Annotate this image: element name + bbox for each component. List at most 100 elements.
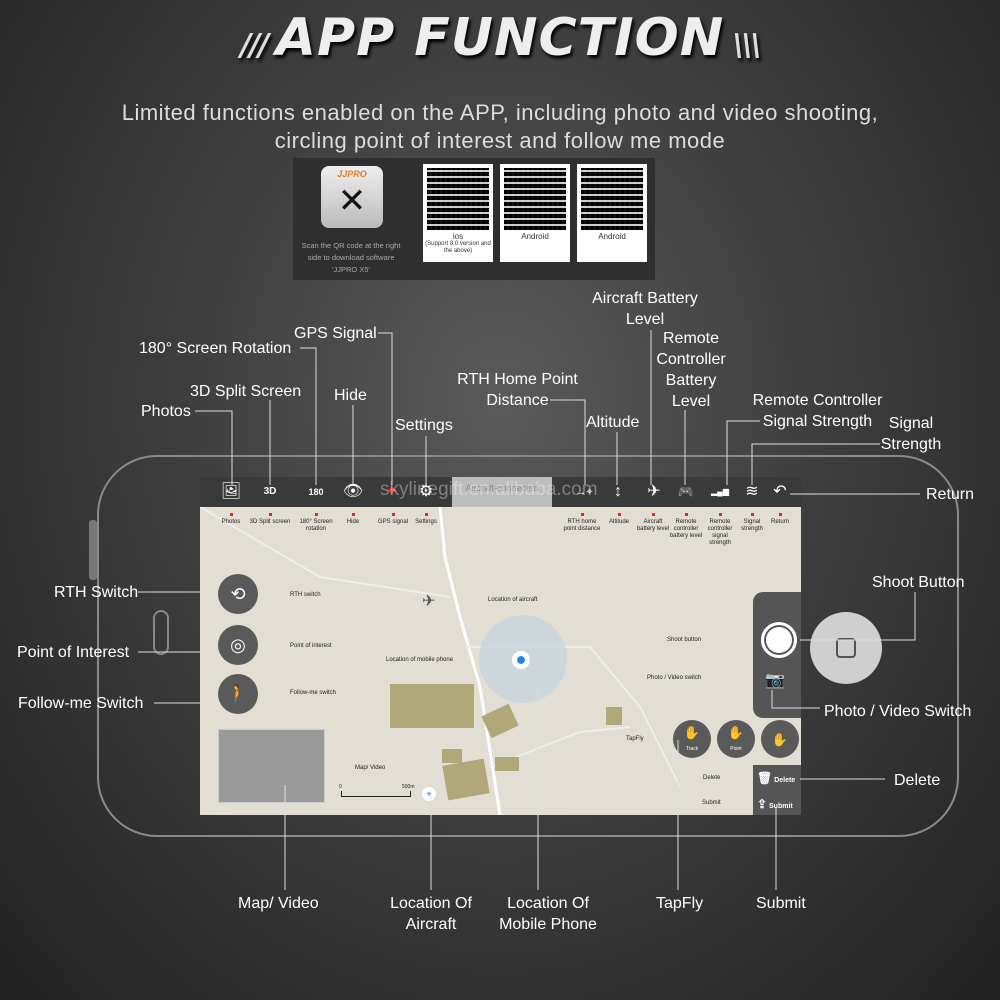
submit-button[interactable]: ⇪ Submit: [753, 791, 801, 815]
altitude-label: Altitude: [597, 513, 641, 526]
map-field: [442, 758, 490, 801]
rotation-icon[interactable]: 180: [308, 487, 324, 497]
callout-return: Return: [926, 486, 975, 503]
return-icon[interactable]: ↶: [773, 483, 787, 500]
shoot-button[interactable]: [761, 622, 797, 658]
scale-start: 0: [339, 784, 342, 790]
submit-map-label: Submit: [702, 800, 721, 806]
aircraft-battery-icon: ✈: [647, 483, 661, 500]
callout-loc-phone: Location Of Mobile Phone: [499, 895, 597, 933]
rth-distance-label: RTH home point distance: [562, 513, 602, 533]
rth-switch-button[interactable]: ⟲: [218, 574, 258, 614]
phone-map-label: Location of mobile phone: [386, 657, 454, 663]
poi-button[interactable]: ◎: [218, 625, 258, 665]
upload-icon: ⇪: [757, 797, 768, 811]
photos-icon[interactable]: 🖼: [220, 483, 242, 500]
watermark: skylinegift.en.alibaba.com: [380, 479, 598, 500]
controller-signal-icon: ▂▄▆: [711, 487, 729, 496]
callout-rth-switch: RTH Switch: [54, 584, 139, 601]
callout-shoot: Shoot Button: [872, 574, 965, 591]
callout-rotation: 180° Screen Rotation: [139, 340, 292, 357]
download-panel: JJPRO✕ Scan the QR code at the right sid…: [293, 158, 655, 280]
gps-icon: ✦: [385, 483, 399, 500]
shoot-panel: 📷: [753, 592, 801, 718]
rc-battery-label: Remote controller battery level: [668, 513, 704, 540]
app-logo: JJPRO✕: [321, 166, 383, 228]
map-field: [390, 684, 474, 728]
aircraft-location-icon: ✈: [422, 593, 436, 610]
phone-speaker: [153, 610, 169, 655]
aircraft-battery-label: Aircraft battery level: [636, 513, 670, 533]
return-label: Return: [764, 513, 796, 526]
callout-altitude: Altitude: [586, 414, 640, 431]
trash-icon: 🗑: [757, 771, 773, 785]
callout-settings: Settings: [395, 417, 453, 434]
qr-code-icon: [581, 168, 643, 230]
callout-split: 3D Split Screen: [190, 383, 302, 400]
phone-location-icon: [512, 651, 530, 669]
scale-bar: [341, 791, 411, 797]
callout-hide: Hide: [334, 387, 367, 404]
signal-label: Signal strength: [736, 513, 768, 533]
eye-icon[interactable]: 👁: [342, 483, 364, 500]
scan-instructions: Scan the QR code at the right side to do…: [301, 241, 401, 274]
follow-map-label: Follow-me switch: [290, 690, 337, 696]
map-video-thumbnail[interactable]: [218, 729, 325, 803]
controller-battery-icon: 🎮: [677, 484, 695, 499]
rth-map-label: RTH switch: [290, 592, 321, 598]
poi-map-label: Point of interest: [290, 643, 332, 649]
qr-ios[interactable]: ios(Support 8.0 version and the above): [423, 164, 493, 262]
photo-video-switch-icon[interactable]: 📷: [765, 672, 785, 689]
follow-me-button[interactable]: 🚶: [218, 674, 258, 714]
callout-follow: Follow-me Switch: [18, 695, 144, 712]
callout-photos: Photos: [141, 403, 191, 420]
delete-map-label: Delete: [703, 775, 721, 781]
drone-icon: ✕: [337, 182, 367, 220]
photovideo-map-label: Photo / Video switch: [647, 675, 702, 681]
subtitle-line1: Limited functions enabled on the APP, in…: [121, 100, 879, 125]
callout-aircraft-battery: Aircraft Battery Level: [592, 290, 698, 328]
page-title: /// APP FUNCTION \\\: [240, 8, 761, 68]
qr-android-1[interactable]: Android: [500, 164, 570, 262]
settings-label: Settings: [404, 513, 448, 526]
mapvideo-map-label: Map/ Video: [355, 765, 386, 771]
home-distance-icon: →⌖: [575, 486, 593, 498]
track-button[interactable]: ✋Track: [673, 720, 711, 758]
callout-submit: Submit: [756, 895, 806, 912]
qr-code-icon: [504, 168, 566, 230]
gear-icon[interactable]: ⚙: [418, 483, 434, 500]
callout-loc-aircraft: Location Of Aircraft: [390, 895, 472, 933]
rc-signal-label: Remote controller signal strength: [702, 513, 738, 547]
subtitle-line2: circling point of interest and follow me…: [274, 128, 726, 153]
gps-label: GPS signal: [371, 513, 415, 526]
home-button[interactable]: [810, 612, 882, 684]
locate-icon[interactable]: ⌖: [422, 787, 436, 801]
hide-label: Hide: [331, 513, 375, 526]
top-toolbar: Aircraft-connected 🖼 3D 180 👁 ✦ ⚙ →⌖ ↕ ✈…: [200, 477, 801, 507]
connection-status: Aircraft-connected: [452, 477, 552, 507]
aircraft-map-label: Location of aircraft: [488, 597, 538, 603]
app-screen: Aircraft-connected 🖼 3D 180 👁 ✦ ⚙ →⌖ ↕ ✈…: [200, 477, 801, 815]
altitude-icon: ↕: [614, 483, 622, 500]
back-tap-button[interactable]: ✋: [761, 720, 799, 758]
callout-delete: Delete: [894, 772, 941, 789]
callout-gps: GPS Signal: [294, 325, 377, 342]
split-label: 3D Split screen: [248, 513, 292, 526]
delete-button[interactable]: 🗑 Delete: [753, 765, 801, 791]
point-button[interactable]: ✋Point: [717, 720, 755, 758]
shoot-map-label: Shoot button: [667, 637, 702, 643]
3d-view-icon[interactable]: 3D: [263, 486, 277, 497]
callout-tapfly: TapFly: [656, 895, 704, 912]
qr-code-icon: [427, 168, 489, 230]
callout-rc-signal: Remote Controller Signal Strength: [752, 392, 883, 430]
phone-outline: [97, 455, 959, 837]
map-field: [442, 749, 462, 763]
rotation-label: 180° Screen rotation: [294, 513, 338, 533]
map-field: [495, 757, 519, 771]
qr-android-2[interactable]: Android: [577, 164, 647, 262]
callout-rth-distance: RTH Home Point Distance: [457, 371, 578, 409]
wifi-icon: ≋: [745, 483, 759, 500]
callout-rc-battery: Remote Controller Battery Level: [656, 330, 726, 410]
tapfly-map-label: TapFly: [626, 736, 644, 742]
photos-label: Photos: [209, 513, 253, 526]
